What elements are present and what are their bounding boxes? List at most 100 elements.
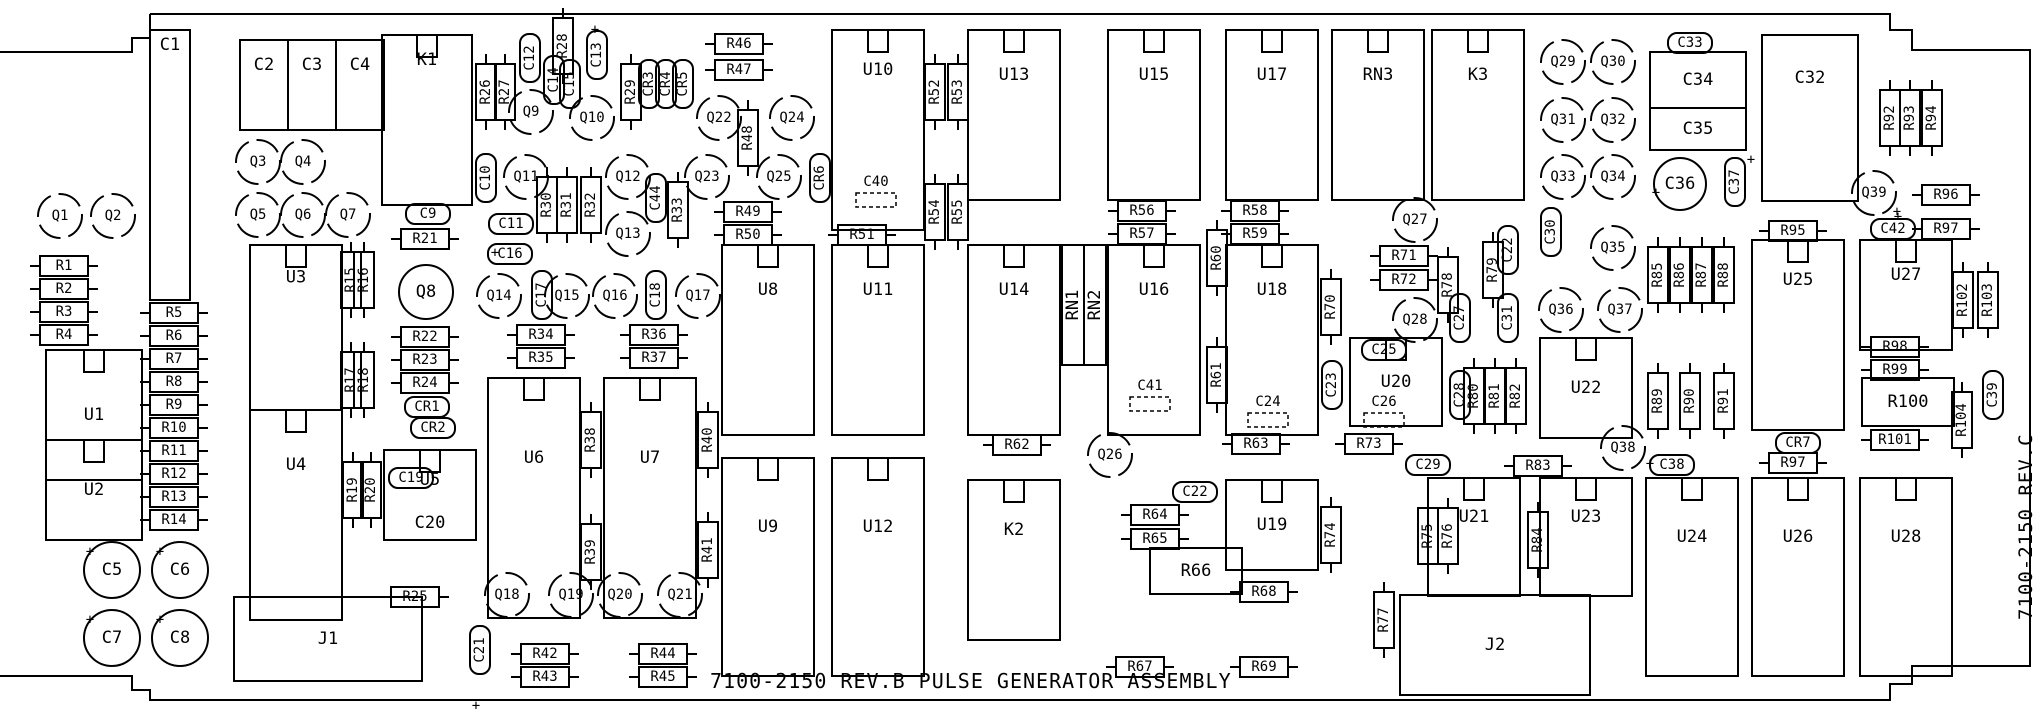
resistor-r63: R63 [1222, 433, 1290, 455]
resistor-r48: R48 [737, 100, 759, 176]
component-label: U20 [1381, 372, 1412, 392]
transistor-q21: Q21 [657, 572, 703, 618]
transistor-q2: Q2 [90, 193, 136, 239]
transistor-q34: Q34 [1590, 154, 1636, 200]
round-part-label: C6 [170, 560, 190, 580]
capacitor-label: C33 [1677, 35, 1702, 51]
resistor-label: R93 [1902, 105, 1918, 130]
polarity-mark: + [1652, 185, 1660, 201]
resistor-r90: R90 [1679, 363, 1701, 439]
transistor-q3: Q3 [235, 139, 281, 185]
component-c32: C32 [1761, 34, 1859, 202]
component-c1: C1 [149, 29, 191, 301]
resistor-r49: R49 [714, 201, 782, 223]
resistor-r21: R21 [391, 228, 459, 250]
resistor-r92: R92 [1879, 80, 1901, 156]
resistor-label: R96 [1933, 187, 1958, 203]
resistor-label: R45 [650, 669, 675, 685]
component-label: U25 [1783, 270, 1814, 290]
capacitor-label: C14 [546, 67, 562, 92]
transistor-label: Q35 [1600, 240, 1625, 256]
resistor-label: R14 [161, 512, 186, 528]
round-part-label: Q8 [416, 282, 436, 302]
component-label: U18 [1257, 280, 1288, 300]
resistor-label: R64 [1142, 507, 1167, 523]
resistor-r18: R18 [353, 342, 375, 418]
component-k2: K2 [967, 479, 1061, 641]
resistor-r101: R101 [1861, 429, 1929, 451]
transistor-label: Q9 [523, 104, 540, 120]
resistor-label: R23 [412, 352, 437, 368]
transistor-q16: Q16 [592, 273, 638, 319]
component-c3: C3 [287, 39, 337, 131]
resistor-r52: R52 [924, 54, 946, 130]
resistor-r95: R95 [1759, 220, 1827, 242]
resistor-label: R97 [1780, 455, 1805, 471]
component-label: U16 [1139, 280, 1170, 300]
resistor-label: R22 [412, 329, 437, 345]
component-label: U5 [420, 470, 440, 490]
resistor-r27: R27 [494, 54, 516, 130]
polarity-mark: + [1894, 209, 1902, 225]
capacitor-label: C29 [1415, 457, 1440, 473]
resistor-r37: R37 [620, 347, 688, 369]
capacitor-cr4: CR4 [655, 59, 677, 109]
capacitor-label: C18 [648, 282, 664, 307]
round-part-c6: C6 [151, 541, 209, 599]
resistor-r73: R73 [1335, 433, 1403, 455]
capacitor-c27: C27 [1449, 293, 1471, 343]
transistor-label: Q14 [486, 288, 511, 304]
transistor-label: Q2 [105, 208, 122, 224]
resistor-label: R90 [1682, 388, 1698, 413]
capacitor-c19: C19 [388, 467, 434, 489]
resistor-r12: R12 [140, 463, 208, 485]
resistor-label: R82 [1508, 383, 1524, 408]
resistor-r85: R85 [1647, 237, 1669, 313]
capacitor-label: C19 [398, 470, 423, 486]
component-label: C3 [302, 55, 322, 75]
transistor-q36: Q36 [1538, 287, 1584, 333]
resistor-r31: R31 [556, 167, 578, 243]
round-part-c8: C8 [151, 609, 209, 667]
resistor-r19: R19 [342, 452, 364, 528]
resistor-label: R37 [641, 350, 666, 366]
resistor-r8: R8 [140, 371, 208, 393]
resistor-r79: R79 [1482, 232, 1504, 308]
resistor-label: R101 [1878, 432, 1912, 448]
capacitor-c30: C30 [1540, 207, 1562, 257]
component-c4: C4 [335, 39, 385, 131]
resistor-r81: R81 [1484, 358, 1506, 434]
resistor-label: R18 [356, 367, 372, 392]
capacitor-c22: C22 [1172, 481, 1218, 503]
transistor-q37: Q37 [1597, 287, 1643, 333]
resistor-r65: R65 [1121, 528, 1189, 550]
resistor-label: R72 [1391, 272, 1416, 288]
resistor-r93: R93 [1899, 80, 1921, 156]
capacitor-c10: C10 [475, 153, 497, 203]
resistor-r40: R40 [697, 402, 719, 478]
resistor-r3: R3 [30, 301, 98, 323]
component-u1: U1 [45, 349, 143, 481]
resistor-label: R61 [1209, 362, 1225, 387]
resistor-label: R83 [1525, 458, 1550, 474]
resistor-label: R12 [161, 466, 186, 482]
transistor-q25: Q25 [756, 154, 802, 200]
resistor-r24: R24 [391, 372, 459, 394]
component-label: U8 [758, 280, 778, 300]
capacitor-label: C41 [1137, 378, 1162, 394]
transistor-label: Q30 [1600, 54, 1625, 70]
capacitor-c16: C16 [487, 243, 533, 265]
transistor-label: Q38 [1610, 440, 1635, 456]
resistor-r26: R26 [475, 54, 497, 130]
resistor-r67: R67 [1106, 656, 1174, 678]
component-c20: C20 [415, 513, 446, 533]
capacitor-cr5: CR5 [672, 59, 694, 109]
resistor-r23: R23 [391, 349, 459, 371]
transistor-label: Q6 [295, 207, 312, 223]
resistor-r32: R32 [580, 167, 602, 243]
resistor-r34: R34 [507, 324, 575, 346]
component-label: U7 [640, 448, 660, 468]
capacitor-label: C12 [522, 45, 538, 70]
polarity-mark: + [1747, 152, 1755, 168]
capacitor-label: C22 [1500, 237, 1516, 262]
